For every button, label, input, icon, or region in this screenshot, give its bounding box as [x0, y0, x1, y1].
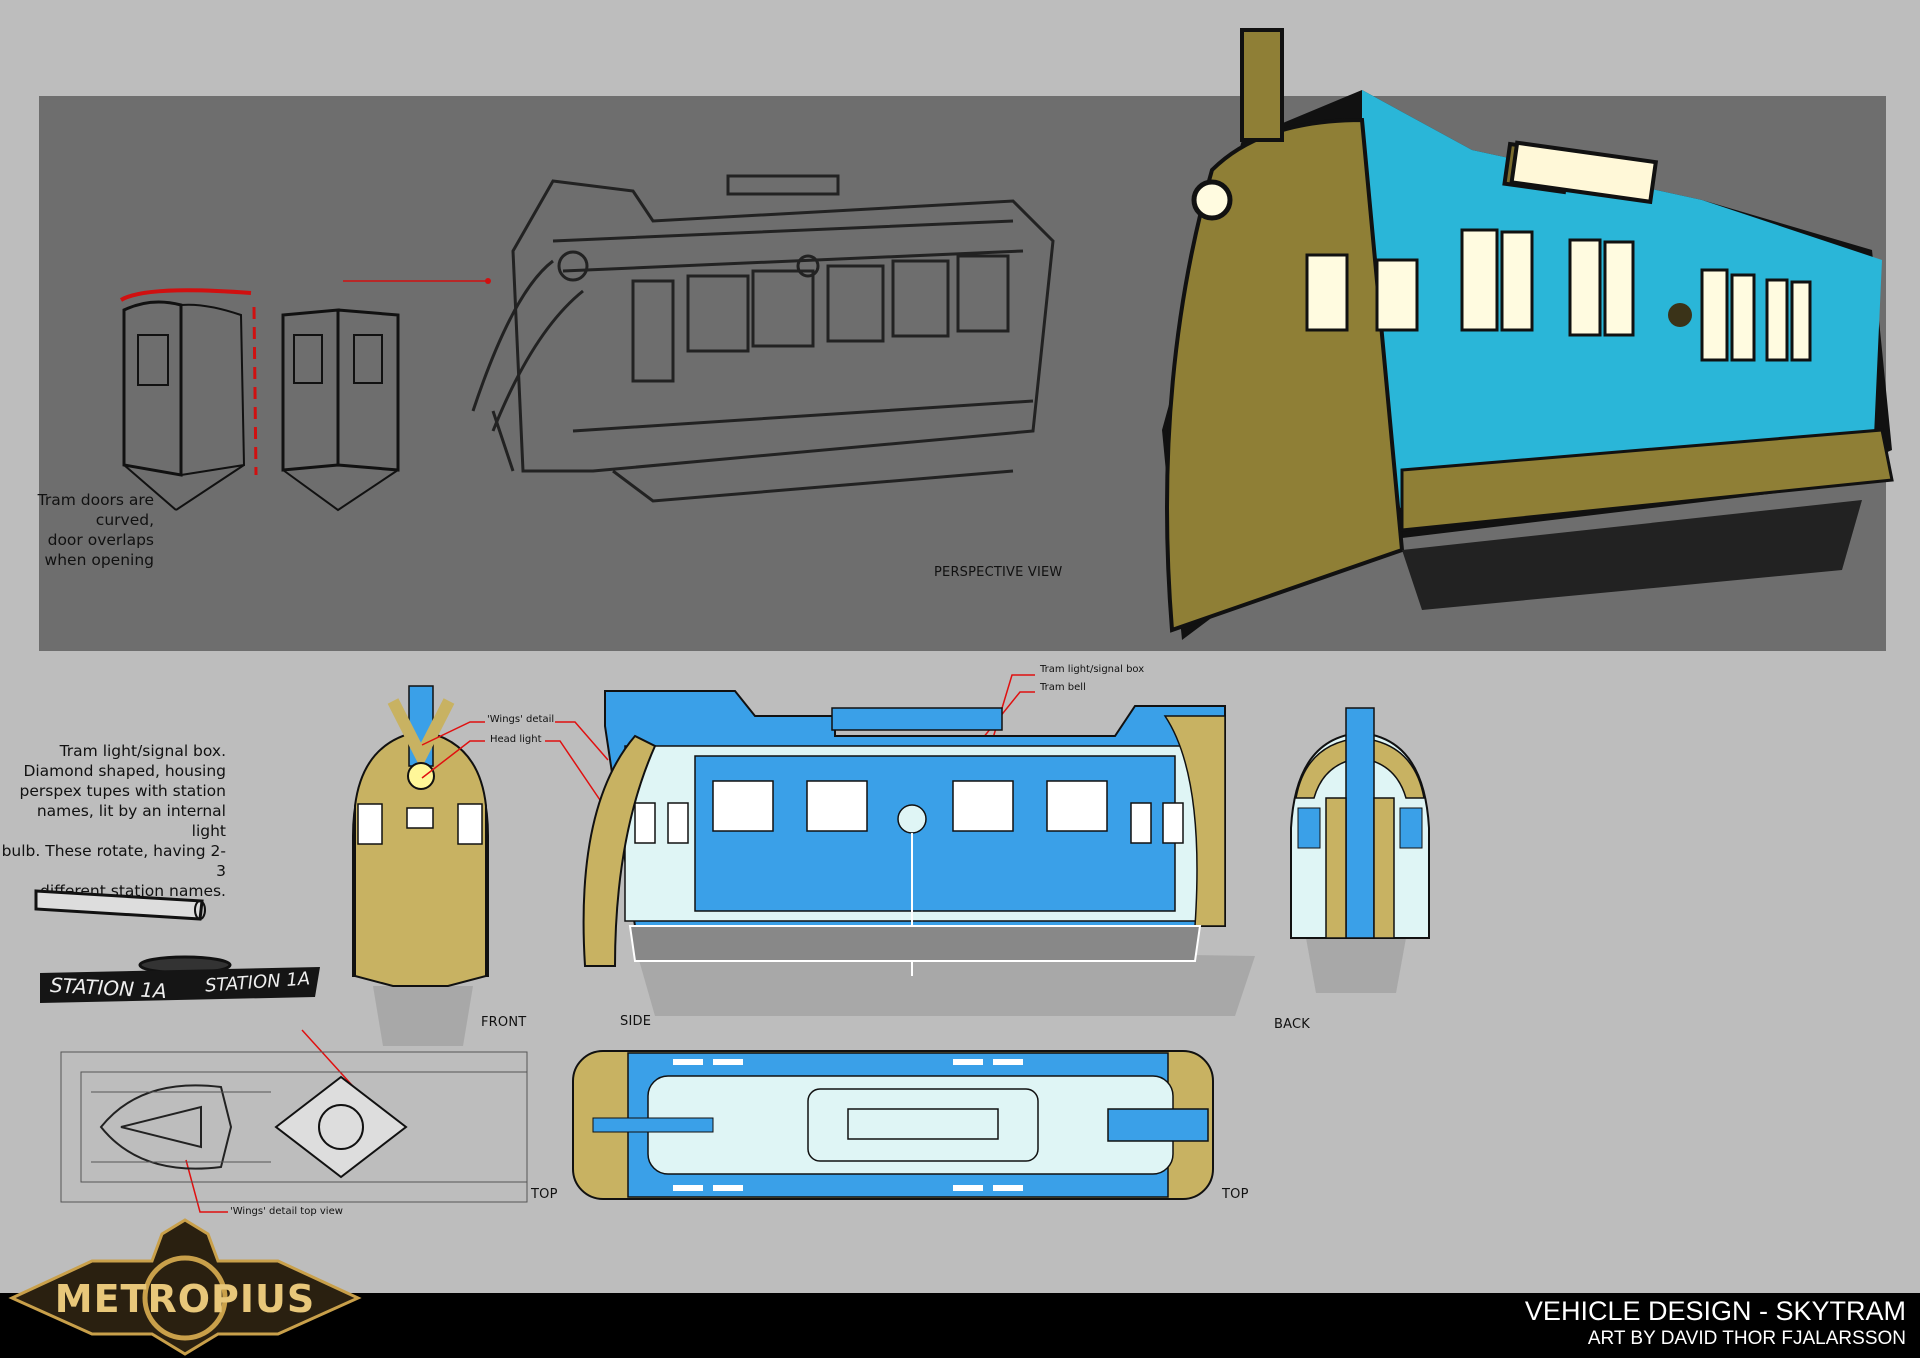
- tram-top-view-color: [572, 1050, 1214, 1200]
- signal-box-sketch: [40, 955, 320, 1003]
- callout-tram-bell: Tram bell: [1040, 682, 1086, 693]
- perspective-view-label: PERSPECTIVE VIEW: [934, 565, 1063, 580]
- tram-back-view: [1290, 707, 1430, 993]
- sheet-title: VEHICLE DESIGN - SKYTRAM: [1524, 1296, 1906, 1326]
- metropius-logo: METROPIUS: [8, 1218, 362, 1356]
- back-view-label: BACK: [1274, 1017, 1310, 1032]
- door-sketch-open: [281, 308, 400, 512]
- callout-tram-light-signal-box: Tram light/signal box: [1040, 664, 1145, 675]
- doors-note: Tram doors are curved, door overlaps whe…: [37, 491, 154, 569]
- door-sketch: [119, 288, 258, 511]
- perspex-tube-sketch: [34, 889, 206, 921]
- tram-sketch-perspective: [343, 174, 1055, 503]
- logo-wordmark: METROPIUS: [55, 1277, 315, 1321]
- top-view-color-label: TOP: [1222, 1187, 1249, 1202]
- side-view-label: SIDE: [620, 1014, 652, 1029]
- top-view-sketch-label: TOP: [531, 1187, 558, 1202]
- signal-box-note: Tram light/signal box. Diamond shaped, h…: [1, 742, 226, 900]
- tram-color-perspective: [1162, 28, 1894, 640]
- front-view-label: FRONT: [481, 1015, 527, 1030]
- callout-wings-detail: 'Wings' detail: [487, 714, 555, 725]
- tram-side-view: [582, 690, 1255, 1016]
- callout-head-light: Head light: [490, 734, 542, 745]
- tram-top-view-sketch: [60, 1051, 528, 1203]
- callout-wings-top-view: 'Wings' detail top view: [230, 1206, 343, 1217]
- tram-front-view: [352, 685, 489, 1046]
- sheet-credit: ART BY DAVID THOR FJALARSSON: [1587, 1328, 1906, 1349]
